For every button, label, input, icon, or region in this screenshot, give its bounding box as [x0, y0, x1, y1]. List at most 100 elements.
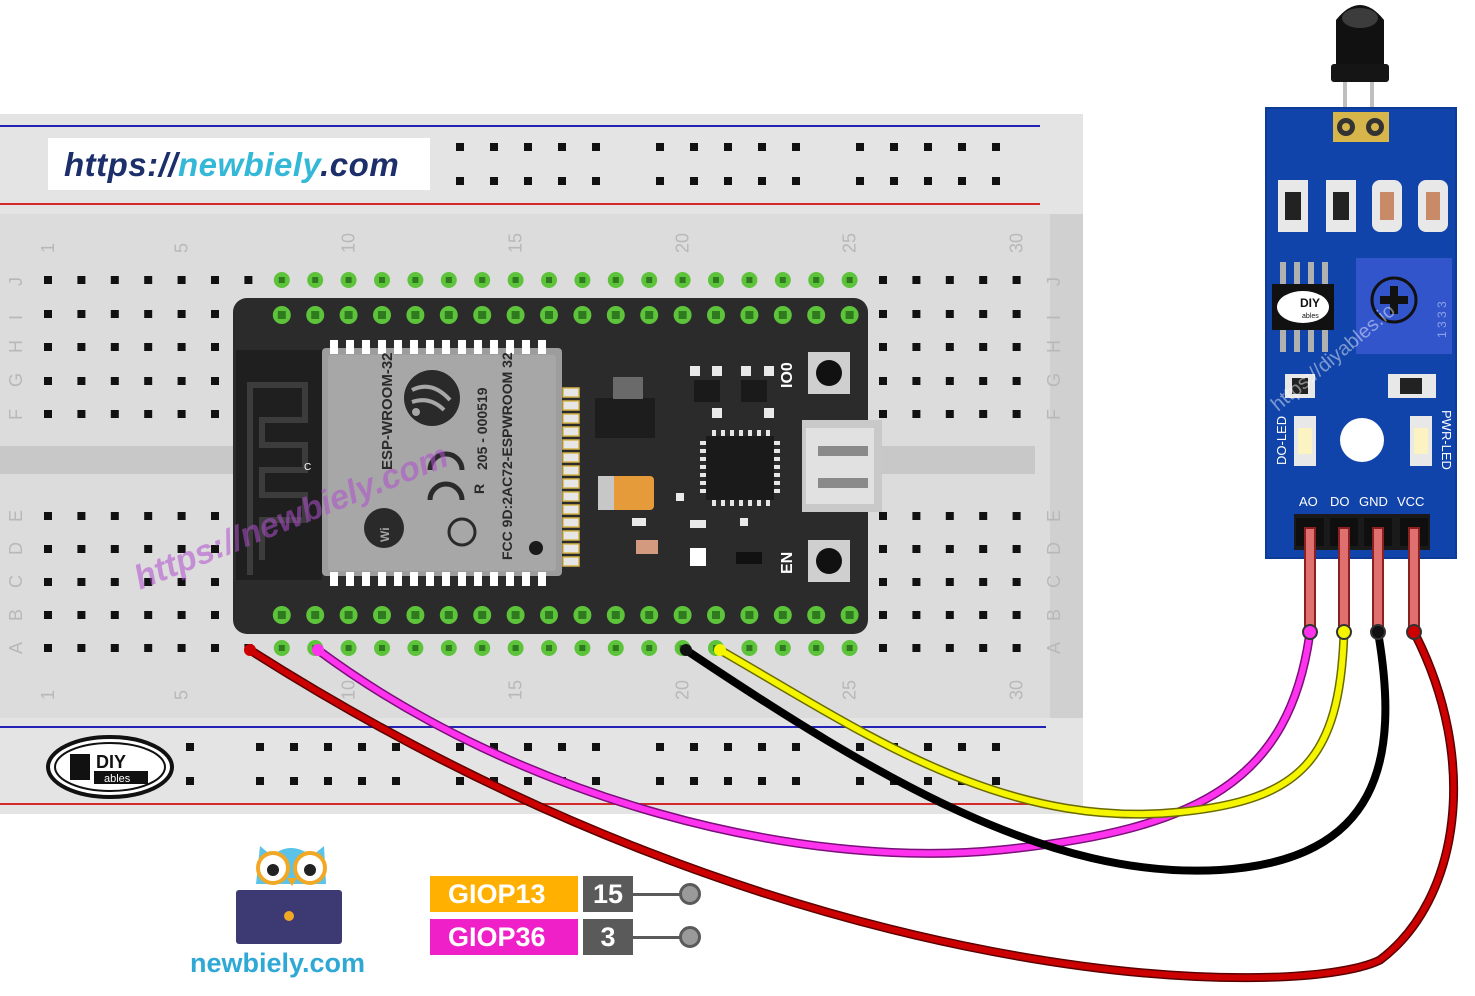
- module-pad: [410, 572, 418, 586]
- breadboard-hole: [110, 276, 119, 284]
- rail-hole: [890, 177, 898, 185]
- breadboard-hole: [44, 512, 52, 520]
- diyables-logo: DIY ables: [46, 735, 174, 799]
- breadboard-hole: [211, 310, 219, 318]
- rail-hole: [392, 743, 400, 751]
- breadboard-hole: [44, 578, 52, 586]
- occupied-hole-center: [278, 277, 285, 283]
- breadboard-hole: [945, 276, 954, 284]
- breadboard-hole: [912, 611, 921, 619]
- brand-name[interactable]: newbiely.com: [190, 948, 366, 978]
- module-pad: [458, 340, 466, 354]
- row-letter-left: I: [6, 315, 26, 320]
- rail-hole: [724, 743, 732, 751]
- breadboard-hole: [77, 276, 86, 284]
- rail-hole: [290, 777, 298, 785]
- rail-hole: [924, 743, 932, 751]
- esp32-pin-center: [578, 611, 587, 619]
- breadboard-hole: [77, 377, 86, 385]
- url-banner-text[interactable]: https://newbiely.com: [64, 146, 399, 184]
- module-label-1: ESP-WROOM-32: [379, 352, 396, 470]
- esp32-pin-center: [311, 311, 320, 319]
- breadboard-hole: [1012, 310, 1021, 318]
- breadboard-hole: [144, 276, 153, 284]
- column-number-top: 10: [339, 233, 359, 253]
- chip-pin: [1308, 328, 1314, 352]
- rail-hole: [690, 743, 698, 751]
- breadboard-hole: [879, 377, 887, 385]
- antenna-c-label: C: [304, 462, 311, 473]
- svg-text:1 3 3 3: 1 3 3 3: [1435, 301, 1449, 338]
- occupied-hole-center: [546, 645, 552, 651]
- rail-hole: [256, 743, 264, 751]
- rail-hole: [558, 743, 566, 751]
- breadboard-hole: [77, 578, 86, 586]
- row-letter-left: C: [6, 575, 26, 588]
- rail-hole: [924, 143, 932, 151]
- column-number-top: 5: [172, 243, 192, 253]
- row-letter-right: F: [1044, 409, 1064, 420]
- row-letter-right: H: [1044, 340, 1064, 353]
- rail-hole: [758, 777, 766, 785]
- row-letter-right: B: [1044, 609, 1064, 621]
- breadboard-hole: [945, 545, 954, 553]
- rail-hole: [490, 743, 498, 751]
- esp32-pin-center: [411, 611, 420, 619]
- esp32-pin-center: [478, 611, 487, 619]
- fc-mark: [447, 517, 543, 555]
- chip-pin: [766, 500, 770, 506]
- breadboard-hole: [1012, 512, 1021, 520]
- occupied-hole-center: [579, 645, 586, 651]
- esp32-pin-center: [712, 311, 720, 319]
- module-label-2: 205 - 000519: [474, 387, 490, 470]
- mounting-hole: [1340, 418, 1384, 462]
- io0-button[interactable]: [808, 352, 850, 394]
- breadboard-hole: [945, 578, 954, 586]
- breadboard-hole: [945, 377, 954, 385]
- breadboard-hole: [979, 644, 988, 652]
- esp32-pin-center: [277, 611, 286, 619]
- breadboard-hole: [44, 343, 52, 351]
- breadboard-hole: [879, 611, 887, 619]
- en-button[interactable]: [808, 540, 850, 582]
- module-pad: [522, 572, 530, 586]
- column-number-bottom: 25: [840, 680, 860, 700]
- breadboard-hole: [144, 410, 153, 418]
- breadboard-hole: [177, 276, 186, 284]
- potentiometer[interactable]: 1 3 3 3: [1356, 258, 1452, 354]
- occupied-hole-center: [379, 645, 385, 651]
- column-number-bottom: 5: [172, 690, 192, 700]
- micro-usb-port[interactable]: [802, 420, 882, 512]
- rail-hole: [324, 743, 332, 751]
- breadboard-hole: [879, 644, 887, 652]
- rail-hole: [856, 743, 864, 751]
- column-number-bottom: 20: [673, 680, 693, 700]
- esp32-pin-center: [511, 611, 520, 619]
- breadboard-hole: [144, 343, 153, 351]
- breadboard-hole: [945, 512, 954, 520]
- wire-gnd: [682, 628, 1390, 875]
- rail-hole: [490, 143, 498, 151]
- breadboard-hole: [44, 310, 52, 318]
- breadboard-hole: [945, 410, 954, 418]
- breadboard-hole: [44, 545, 52, 553]
- row-letter-left: D: [6, 542, 26, 555]
- row-letter-right: E: [1044, 510, 1064, 522]
- esp32-pin-center: [745, 311, 754, 319]
- svg-text:ables: ables: [104, 773, 131, 785]
- io0-label: IO0: [779, 362, 796, 388]
- esp32-pin-center: [311, 611, 320, 619]
- row-letter-right: J: [1044, 277, 1064, 286]
- chip-pin: [748, 430, 752, 436]
- esp32-pin-center: [778, 311, 787, 319]
- occupied-hole-center: [813, 645, 820, 651]
- lead-end: [1370, 624, 1386, 640]
- rail-hole: [992, 143, 1000, 151]
- chip-pin: [721, 430, 725, 436]
- breadboard-hole: [211, 644, 219, 652]
- row-letter-right: A: [1044, 642, 1064, 654]
- rail-hole: [724, 777, 732, 785]
- breadboard-hole: [110, 578, 119, 586]
- occupied-hole-center: [779, 645, 786, 651]
